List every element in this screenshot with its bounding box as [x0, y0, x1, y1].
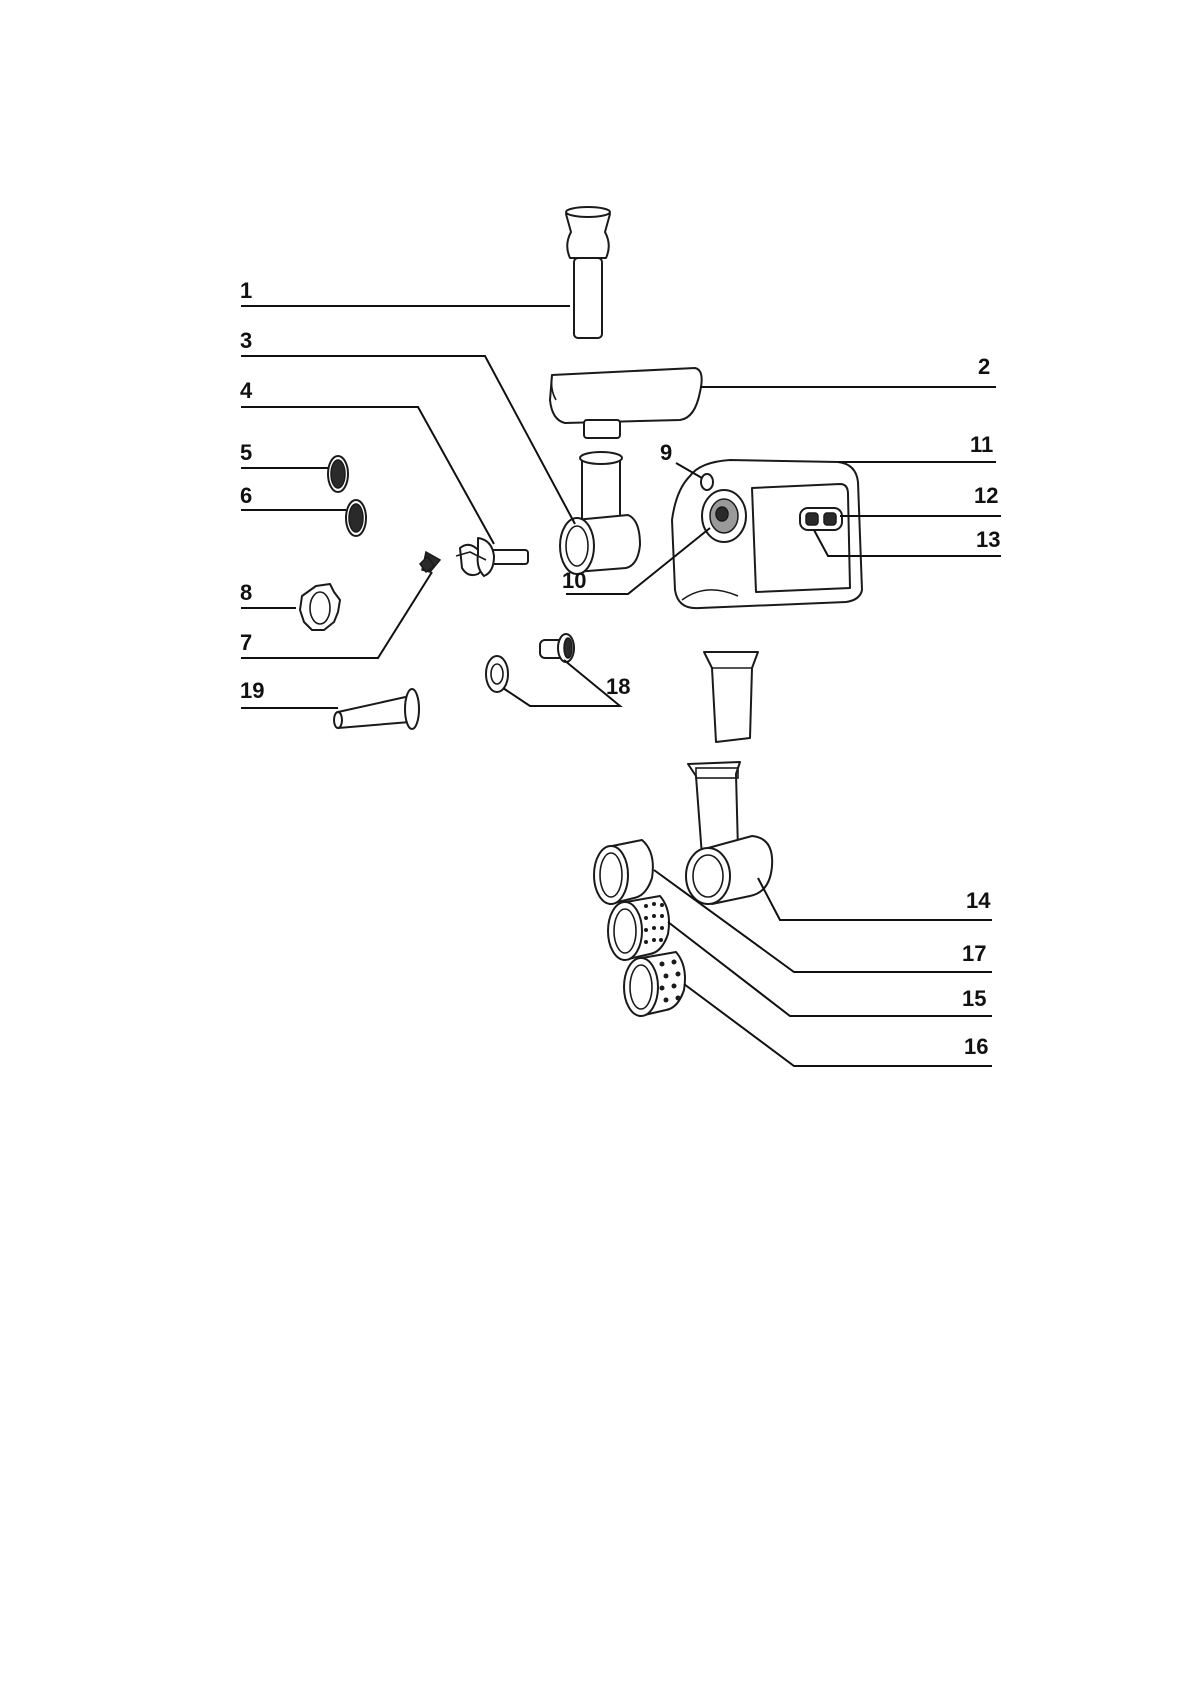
- motor-body-part: [672, 460, 862, 608]
- callout-5: 5: [240, 440, 252, 465]
- callout-18: 18: [606, 674, 630, 699]
- feeding-tray-part: [550, 368, 702, 438]
- feed-chute-part: [704, 652, 758, 742]
- leader-16: [684, 984, 992, 1066]
- sausage-nozzle-part: [334, 689, 419, 729]
- leader-15: [668, 922, 992, 1016]
- ring-nut-part: [300, 584, 340, 630]
- shredding-drum-16-part: [624, 952, 685, 1016]
- callout-7: 7: [240, 630, 252, 655]
- grinder-head-part: [560, 452, 640, 574]
- callout-1: 1: [240, 278, 252, 303]
- callout-16: 16: [964, 1034, 988, 1059]
- callout-17: 17: [962, 941, 986, 966]
- slicing-drum-part: [594, 840, 653, 904]
- callout-12: 12: [974, 483, 998, 508]
- cutting-plate-6-part: [346, 500, 366, 536]
- leader-3: [241, 356, 575, 524]
- callout-11: 11: [970, 432, 993, 457]
- callout-9: 9: [660, 440, 672, 465]
- callout-6: 6: [240, 483, 252, 508]
- cutting-plate-5-part: [328, 456, 348, 492]
- callout-13: 13: [976, 527, 1000, 552]
- slicer-housing-part: [686, 762, 772, 904]
- sausage-attachment-part: [486, 634, 574, 692]
- auger-part: [456, 538, 528, 576]
- leader-18: [503, 660, 620, 706]
- callout-14: 14: [966, 888, 991, 913]
- leader-4: [241, 407, 494, 544]
- callout-15: 15: [962, 986, 986, 1011]
- callout-10: 10: [562, 568, 586, 593]
- callout-4: 4: [240, 378, 253, 403]
- callout-8: 8: [240, 580, 252, 605]
- shredding-drum-15-part: [608, 896, 669, 960]
- callout-2: 2: [978, 354, 990, 379]
- callout-3: 3: [240, 328, 252, 353]
- pusher-part: [566, 207, 610, 338]
- leader-14: [758, 878, 992, 920]
- callout-19: 19: [240, 678, 264, 703]
- cross-blade-part: [420, 552, 440, 572]
